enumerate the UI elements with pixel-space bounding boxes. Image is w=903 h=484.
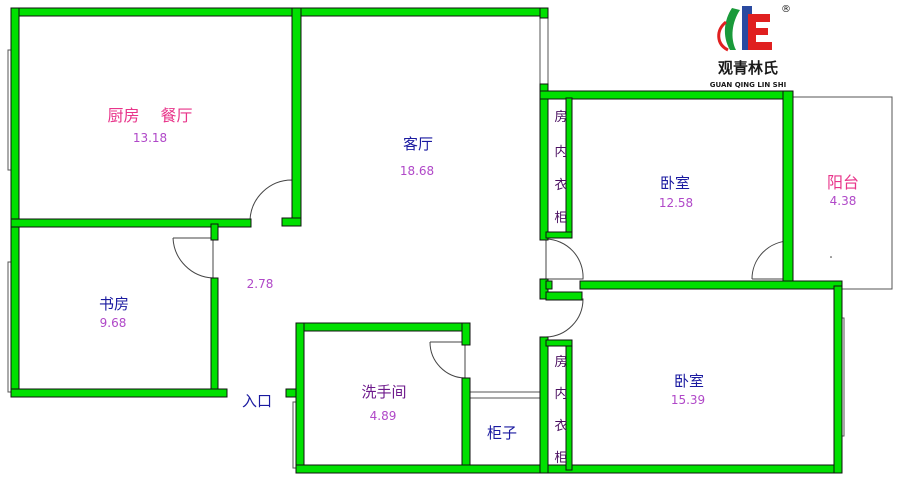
kitchen-dining-area: 13.18 [133, 131, 167, 145]
wardrobe-2-char: 柜 [554, 451, 567, 466]
wardrobe-2-label: 房 内 衣 柜 [554, 354, 567, 466]
logo-name: 观青林氏 [718, 59, 778, 77]
living-room-name: 客厅 [403, 135, 433, 153]
bathroom-name: 洗手间 [361, 383, 406, 401]
bedroom1-area: 12.58 [659, 196, 693, 210]
study-area: 9.68 [100, 316, 127, 330]
registered-mark: ® [781, 4, 791, 15]
bathroom-area: 4.89 [370, 409, 397, 423]
bedroom2-area: 15.39 [671, 393, 705, 407]
room-labels: 厨房 餐厅 13.18 客厅 18.68 卧室 12.58 阳台 4.38 书房… [99, 106, 859, 442]
walls [10, 7, 843, 474]
dot-mark [830, 256, 832, 258]
wardrobe-1-label: 房 内 衣 柜 [554, 109, 567, 226]
hall-area: 2.78 [247, 277, 274, 291]
kitchen-dining-name: 厨房 餐厅 [107, 106, 192, 125]
living-room-area: 18.68 [400, 164, 434, 178]
cabinet-name: 柜子 [487, 424, 517, 442]
balcony-area: 4.38 [830, 194, 857, 208]
wardrobe-1-char: 衣 [554, 177, 567, 193]
bedroom1-name: 卧室 [660, 174, 690, 192]
study-name: 书房 [99, 295, 129, 313]
wardrobe-2-char: 房 [554, 354, 567, 370]
wardrobe-2-char: 衣 [554, 418, 567, 434]
logo-mark-icon [717, 6, 772, 52]
wardrobe-2-char: 内 [554, 386, 567, 402]
logo-subtitle: GUAN QING LIN SHI [710, 81, 786, 89]
bedroom2-name: 卧室 [674, 372, 704, 390]
balcony-name: 阳台 [827, 173, 859, 192]
wardrobe-1-char: 房 [554, 109, 567, 125]
wardrobe-1-char: 内 [554, 144, 567, 160]
brand-logo: ® 观青林氏 GUAN QING LIN SHI [710, 4, 791, 89]
entrance-label: 入口 [242, 392, 272, 410]
wardrobe-1-char: 柜 [554, 211, 567, 226]
